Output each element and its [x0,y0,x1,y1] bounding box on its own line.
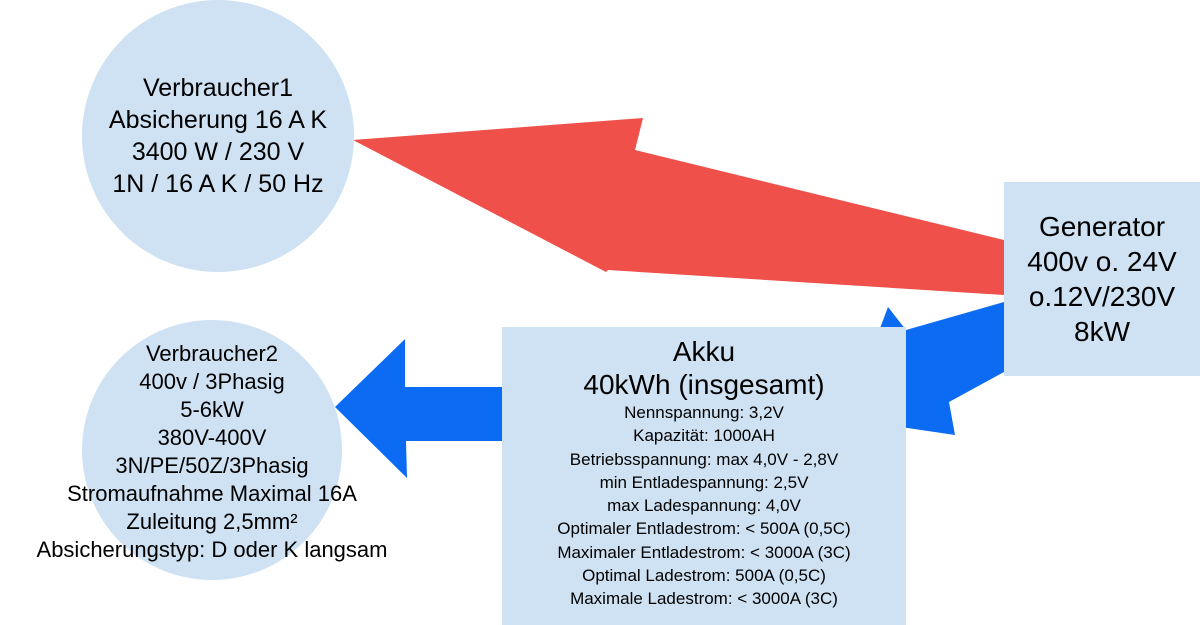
generator-line: o.12V/230V [1028,281,1176,312]
verbraucher1-line: 1N / 16 A K / 50 Hz [112,170,324,198]
verbraucher2-line: 380V-400V [157,425,267,450]
verbraucher1-line: 3400 W / 230 V [131,138,305,166]
akku-title-line: Akku [672,336,736,367]
node-verbraucher2: Verbraucher2 400v / 3Phasig 5-6kW 380V-4… [37,320,387,580]
verbraucher2-line: Absicherungstyp: D oder K langsam [36,537,388,562]
verbraucher2-line: 5-6kW [180,397,244,422]
verbraucher1-line: Verbraucher1 [142,74,294,102]
verbraucher2-line: Zuleitung 2,5mm² [126,509,298,534]
akku-spec-line: max Ladespannung: 4,0V [607,496,801,516]
verbraucher2-line: Verbraucher2 [145,341,279,366]
verbraucher2-line: 3N/PE/50Z/3Phasig [115,453,309,478]
arrow-generator-to-verbraucher1 [353,118,1004,295]
akku-spec-line: Betriebsspannung: max 4,0V - 2,8V [569,449,839,469]
verbraucher1-line: Absicherung 16 A K [108,106,328,134]
akku-spec-line: Maximaler Entladestrom: < 3000A (3C) [557,542,851,562]
generator-line: 400v o. 24V [1027,246,1177,277]
akku-title-line: 40kWh (insgesamt) [583,369,825,400]
akku-spec-line: Nennspannung: 3,2V [624,403,784,422]
node-generator: Generator 400v o. 24V o.12V/230V 8kW [1004,182,1200,376]
akku-spec-line: Optimal Ladestrom: 500A (0,5C) [582,566,826,586]
akku-spec-line: min Entladespannung: 2,5V [599,472,809,492]
verbraucher2-line: 400v / 3Phasig [139,369,285,394]
verbraucher2-line: Stromaufnahme Maximal 16A [67,481,357,506]
generator-line: Generator [1038,211,1166,242]
akku-spec-line: Maximale Ladestrom: < 3000A (3C) [570,589,838,609]
node-akku: Akku 40kWh (insgesamt) Nennspannung: 3,2… [502,327,906,625]
arrow-akku-to-verbraucher2 [335,339,502,478]
generator-line: 8kW [1074,316,1130,347]
node-verbraucher1: Verbraucher1 Absicherung 16 A K 3400 W /… [82,0,354,272]
akku-spec-line: Optimaler Entladestrom: < 500A (0,5C) [557,519,851,539]
akku-spec-line: Kapazität: 1000AH [633,426,775,446]
